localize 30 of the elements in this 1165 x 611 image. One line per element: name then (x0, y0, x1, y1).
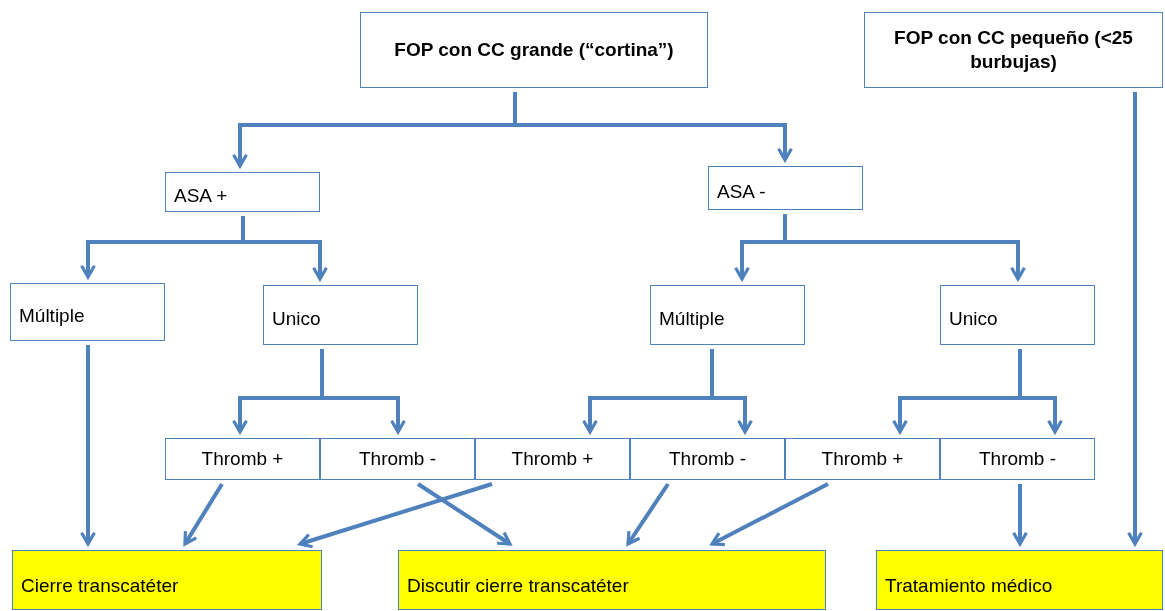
arrow (80, 345, 96, 546)
decision-box: ASA + (165, 172, 320, 212)
arrow (183, 482, 224, 546)
arrow (626, 482, 670, 546)
arrow (320, 349, 406, 434)
arrow (1018, 349, 1063, 434)
decision-box: Thromb - (940, 438, 1095, 480)
decision-box: FOP con CC grande (“cortina”) (360, 12, 708, 88)
arrow (783, 214, 1026, 281)
outcome-box: Tratamiento médico (876, 550, 1163, 610)
decision-box: ASA - (708, 166, 863, 210)
decision-box: Thromb - (630, 438, 785, 480)
decision-box: Thromb + (785, 438, 940, 480)
outcome-box: Cierre transcatéter (12, 550, 322, 610)
arrow (416, 482, 512, 546)
arrow (513, 92, 793, 162)
decision-box: FOP con CC pequeño (<25 burbujas) (864, 12, 1163, 88)
decision-box: Thromb + (165, 438, 320, 480)
outcome-box: Discutir cierre transcatéter (398, 550, 826, 610)
decision-box: Unico (263, 285, 418, 345)
decision-box: Thromb + (475, 438, 630, 480)
arrow (710, 482, 829, 547)
decision-box: Thromb - (320, 438, 475, 480)
arrow (1012, 484, 1028, 546)
arrow (1127, 92, 1143, 546)
decision-box: Múltiple (10, 283, 165, 341)
arrow (298, 482, 493, 549)
decision-box: Unico (940, 285, 1095, 345)
arrow (710, 349, 753, 434)
decision-box: Múltiple (650, 285, 805, 345)
